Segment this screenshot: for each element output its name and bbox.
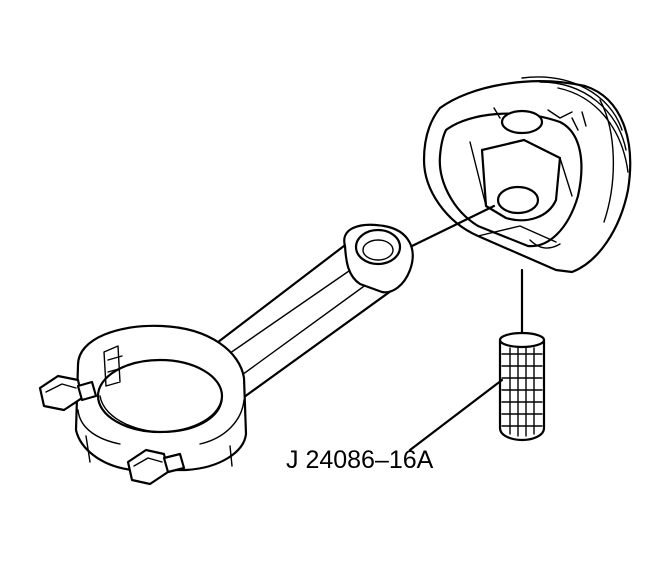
rod-small-end xyxy=(343,223,414,294)
wrist-pin xyxy=(498,331,546,442)
assembly-lines xyxy=(408,204,524,452)
rod-big-end xyxy=(74,324,248,472)
ring-groove-3 xyxy=(557,87,629,173)
rod-bolt-left xyxy=(38,374,98,412)
tool-callout-leader xyxy=(408,378,504,452)
big-end-bore xyxy=(96,358,224,434)
connecting-rod xyxy=(38,223,414,486)
piston-pin-bore xyxy=(496,185,540,215)
piston-top-hole xyxy=(500,109,544,135)
piston xyxy=(422,76,632,274)
rod-to-piston-line xyxy=(410,204,496,248)
ring-groove-1 xyxy=(521,76,623,131)
rod-bolt-right xyxy=(126,448,186,486)
wrist-pin-texture xyxy=(501,347,543,437)
cap-parting-line xyxy=(77,409,121,445)
wrist-pin-end xyxy=(498,331,546,349)
rod-beam-rib-lower xyxy=(234,275,379,381)
tool-number-label: J 24086–16A xyxy=(286,446,434,474)
small-end-bore xyxy=(354,228,402,266)
bearing-tang-notch xyxy=(103,345,121,387)
ring-groove-2 xyxy=(539,81,627,151)
rod-beam-rib-upper xyxy=(219,261,363,361)
